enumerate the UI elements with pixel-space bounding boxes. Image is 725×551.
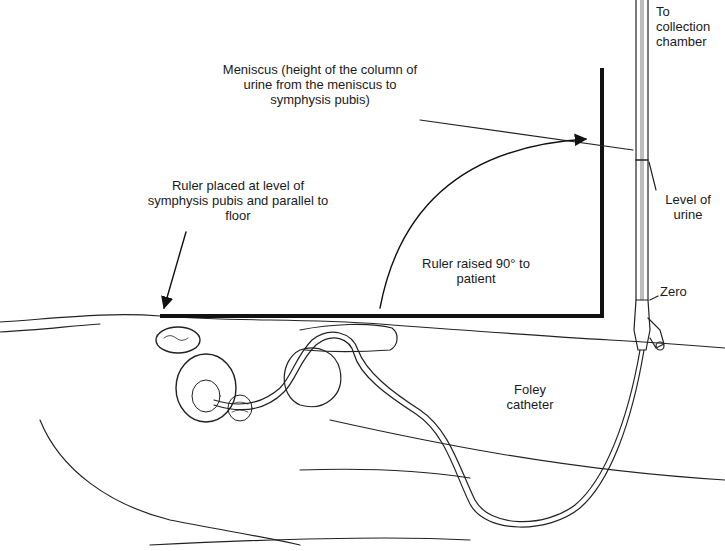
tubing-label: To collection chamber [656, 4, 722, 49]
side-port [648, 318, 664, 348]
horizontal-ruler [160, 314, 600, 318]
ruler-pointer-arrow [164, 232, 186, 308]
bladder [176, 354, 236, 422]
meniscus-label: Meniscus (height of the column of urine … [222, 62, 418, 107]
rotation-arrow [380, 139, 586, 308]
urine-level-leader [649, 162, 656, 190]
prostate [228, 395, 252, 421]
leg-lower [150, 538, 470, 545]
side-port-cap [656, 342, 664, 350]
vertical-ruler [600, 68, 604, 318]
foley-catheter [214, 338, 644, 527]
tube-core [641, 0, 642, 300]
urine-level-mark [636, 159, 648, 161]
zero-label: Zero [660, 284, 700, 299]
tube-wall [647, 0, 648, 300]
bladder-inner [192, 380, 220, 412]
catheter-connector [634, 300, 650, 350]
foley-catheter [214, 332, 640, 521]
thigh-outline [300, 469, 470, 478]
symphysis-detail [164, 336, 188, 341]
leg-outline [330, 420, 725, 480]
symphysis-pubis [156, 327, 200, 353]
ruler-flat-label: Ruler placed at level of symphysis pubis… [140, 178, 336, 223]
tube-wall [635, 0, 636, 300]
meniscus-leader [420, 120, 633, 150]
scrotum [284, 348, 341, 407]
zero-leader [650, 296, 658, 300]
tube-core [643, 0, 644, 300]
body-outline [0, 315, 725, 348]
abdomen-line [0, 324, 100, 332]
ruler-raised-label: Ruler raised 90° to patient [414, 256, 538, 286]
catheter-label: Foley catheter [494, 382, 566, 412]
buttock-outline [40, 420, 300, 545]
urine-level-label: Level of urine [656, 192, 720, 222]
